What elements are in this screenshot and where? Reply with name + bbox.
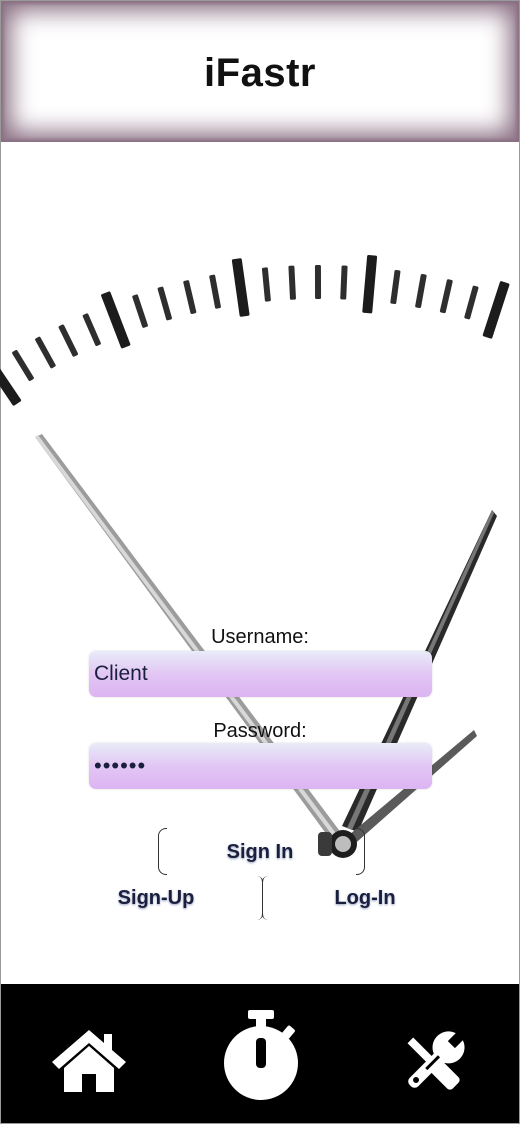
clock-tick	[482, 281, 510, 339]
clock-tick	[157, 286, 172, 321]
clock-tick	[183, 280, 197, 315]
clock-tick	[35, 336, 56, 369]
clock-tick	[12, 349, 34, 382]
clock-tick	[464, 285, 479, 320]
home-icon[interactable]	[50, 1026, 128, 1094]
divider-bracket-right	[262, 876, 269, 920]
username-input[interactable]: Client	[89, 651, 432, 697]
clock-tick	[209, 274, 221, 309]
password-input[interactable]: ••••••	[89, 743, 432, 789]
clock-tick	[231, 258, 250, 317]
password-label: Password:	[213, 720, 307, 742]
clock-tick	[439, 279, 453, 314]
app-header: iFastr	[1, 1, 519, 142]
clock-tick	[101, 291, 131, 349]
bottom-tab-bar	[1, 984, 519, 1123]
clock-ticks	[0, 254, 510, 406]
stopwatch-icon[interactable]	[222, 1008, 300, 1102]
clock-tick	[58, 324, 78, 357]
clock-tick	[362, 254, 378, 314]
sign-in-bracket-right	[356, 828, 365, 875]
sign-up-button[interactable]: Sign-Up	[117, 887, 195, 909]
tools-icon[interactable]	[399, 1029, 467, 1097]
clock-tick	[340, 265, 348, 300]
sign-in-button[interactable]: Sign In	[226, 841, 294, 863]
clock-tick	[288, 265, 296, 300]
clock-tick	[314, 264, 322, 300]
clock-tick	[82, 313, 101, 347]
sign-in-bracket-left	[158, 828, 167, 875]
app-title: iFastr	[204, 51, 316, 95]
username-label: Username:	[211, 626, 309, 648]
log-in-button[interactable]: Log-In	[334, 887, 396, 909]
clock-tick	[261, 267, 271, 302]
clock-tick	[390, 269, 401, 305]
clock-tick	[0, 353, 22, 406]
clock-tick	[415, 273, 427, 309]
clock-tick	[132, 294, 148, 328]
